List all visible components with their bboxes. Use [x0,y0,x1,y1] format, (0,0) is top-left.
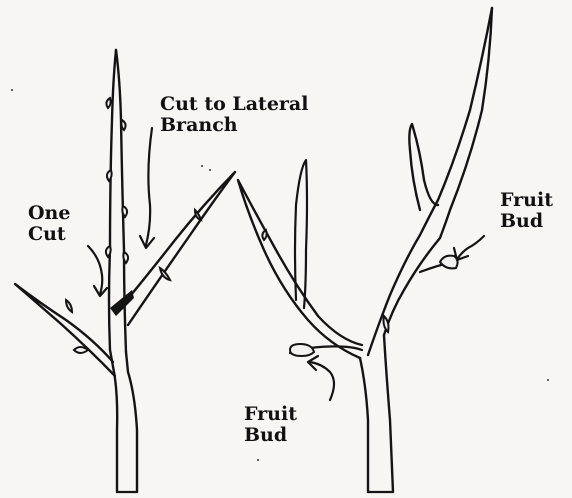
label-fruit-bud-bottom-line1: Fruit [244,404,297,425]
right-tree-right-fruit-bud [440,256,458,269]
left-leader-bud-5 [106,246,111,257]
left-leader-bud-2 [121,120,125,130]
arrow-fruit-bud-right [458,236,484,258]
left-tree-right-branch [122,172,235,325]
left-leader-bud-1 [106,98,110,108]
left-leader-bud-6 [123,252,128,263]
right-tree-inner-upright [409,124,438,210]
label-cut-to-lateral-line2: Branch [160,115,308,136]
left-tree-trunk-right-edge [126,352,137,492]
label-cut-to-lateral-line1: Cut to Lateral [160,94,308,115]
label-fruit-bud-bottom-line2: Bud [244,425,297,446]
left-leader-bud-3 [107,170,112,181]
right-tree-main-scaffold-right-edge [384,8,492,335]
right-scaffold-bud-2 [384,316,389,332]
left-branch-bud-2 [74,347,88,353]
label-cut-to-lateral-branch: Cut to Lateral Branch [160,94,308,136]
speck [257,459,259,461]
label-one-cut-line1: One [28,203,70,224]
label-fruit-bud-bottom: Fruit Bud [244,404,297,446]
right-tree-bottom-fruit-bud [290,344,314,356]
label-fruit-bud-right-line1: Fruit [500,190,553,211]
right-tree-trunk-right-edge [384,335,393,492]
label-fruit-bud-right-line2: Bud [500,211,553,232]
left-branch-bud-1 [66,300,72,312]
speck [201,165,203,167]
right-tree-left-scaffold [238,180,362,358]
left-tree-left-branch [15,284,115,376]
arrows [88,128,484,400]
label-one-cut: One Cut [28,203,70,245]
right-scaffold-bud-1 [262,230,266,240]
left-leader-bud-4 [122,206,127,217]
label-one-cut-line2: Cut [28,224,70,245]
speck [11,89,13,91]
arrow-cut-to-lateral [146,128,152,245]
right-tree-main-scaffold-left-edge [368,8,492,355]
left-tree-cut-mark [110,290,134,316]
speck [209,169,211,171]
label-fruit-bud-right: Fruit Bud [500,190,553,232]
right-tree-trunk-left-edge [360,358,368,492]
speck [547,379,549,381]
